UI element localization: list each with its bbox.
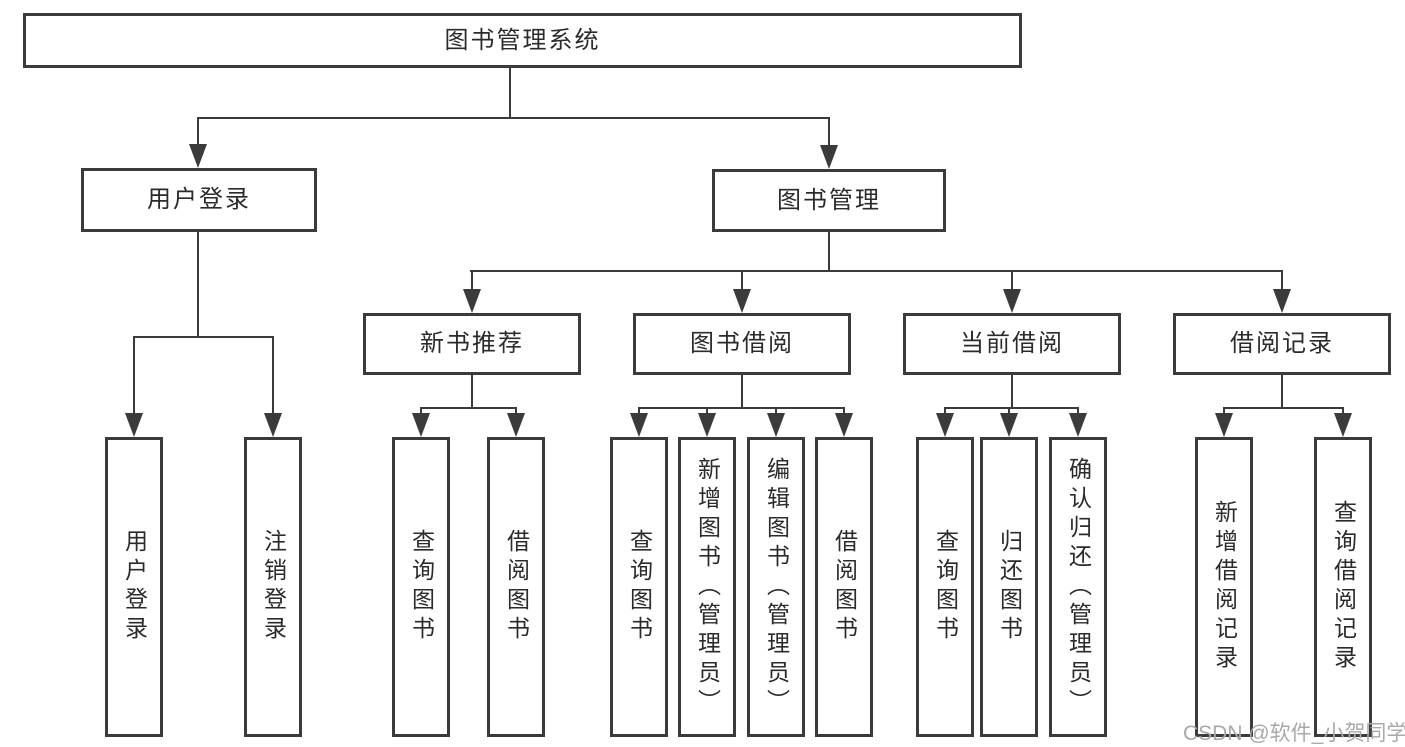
connector-drop-user-login [197,117,199,146]
leaf-br-query-record-label: 查询借阅记录 [1330,500,1357,674]
node-book-borrow-label: 图书借阅 [690,330,794,357]
node-current-borrow-label: 当前借阅 [960,330,1064,357]
connector-new-book-stem [471,375,473,408]
connector-drop-book-borrow [741,270,743,291]
leaf-br-add-record: 新增借阅记录 [1195,437,1253,737]
connector-current-borrow-hline [944,407,1079,409]
connector-new-book-hline [420,407,517,409]
leaf-cb-confirm-return-admin-label: 确认归还（管理员） [1065,456,1092,718]
leaf-nb-borrow-books-label: 借阅图书 [503,529,530,645]
leaf-bb-edit-books-admin: 编辑图书（管理员） [747,437,805,737]
arrowhead-icon [1334,413,1352,437]
leaf-user-login-label: 用户登录 [121,529,148,645]
connector-drop-leaf [775,407,777,415]
leaf-cb-query-books-label: 查询图书 [932,529,959,645]
leaf-logout-label: 注销登录 [260,529,287,645]
node-borrow-records-label: 借阅记录 [1230,330,1334,357]
node-new-book-recommend: 新书推荐 [363,313,581,375]
arrowhead-icon [630,413,648,437]
arrowhead-icon [1000,413,1018,437]
node-user-login: 用户登录 [81,168,317,232]
connector-book-borrow-hline [638,407,845,409]
leaf-nb-query-books-label: 查询图书 [408,529,435,645]
connector-drop-borrow-records [1281,270,1283,291]
node-book-borrow: 图书借阅 [633,313,851,375]
leaf-bb-add-books-admin-label: 新增图书（管理员） [694,456,721,718]
leaf-br-add-record-label: 新增借阅记录 [1211,500,1238,674]
connector-user-login-hline [133,336,274,338]
arrowhead-icon [1215,413,1233,437]
connector-drop-leaf [638,407,640,415]
leaf-bb-edit-books-admin-label: 编辑图书（管理员） [763,456,790,718]
arrowhead-icon [936,413,954,437]
arrowhead-icon [264,413,282,437]
node-book-management: 图书管理 [712,169,946,232]
connector-book-management-hline [470,270,1282,272]
arrowhead-icon [1069,413,1087,437]
connector-drop-leaf [1008,407,1010,415]
connector-drop-leaf [272,336,274,415]
connector-drop-leaf [133,336,135,415]
node-new-book-recommend-label: 新书推荐 [420,330,524,357]
connector-current-borrow-stem [1011,375,1013,408]
connector-drop-leaf [706,407,708,415]
arrowhead-icon [125,413,143,437]
leaf-user-login: 用户登录 [105,437,163,737]
connector-drop-book-management [828,117,830,147]
connector-borrow-records-hline [1223,407,1344,409]
arrowhead-icon [1273,289,1291,313]
leaf-bb-borrow-books: 借阅图书 [815,437,873,737]
watermark-text: CSDN @软件_小贺同学 [1183,722,1405,745]
leaf-cb-query-books: 查询图书 [916,437,974,737]
arrowhead-icon [507,413,525,437]
node-book-management-label: 图书管理 [777,186,881,214]
node-current-borrow: 当前借阅 [903,313,1121,375]
arrowhead-icon [463,289,481,313]
node-library-system-label: 图书管理系统 [444,26,601,54]
leaf-nb-query-books: 查询图书 [392,437,450,737]
leaf-nb-borrow-books: 借阅图书 [487,437,545,737]
arrowhead-icon [412,413,430,437]
connector-drop-leaf [1077,407,1079,415]
leaf-bb-borrow-books-label: 借阅图书 [831,529,858,645]
arrowhead-icon [820,145,838,169]
connector-user-login-stem [197,232,199,338]
connector-borrow-records-stem [1281,375,1283,408]
leaf-br-query-record: 查询借阅记录 [1314,437,1372,737]
connector-book-borrow-stem [741,375,743,408]
node-library-system: 图书管理系统 [23,13,1022,68]
leaf-bb-query-books: 查询图书 [610,437,668,737]
node-borrow-records: 借阅记录 [1173,313,1391,375]
leaf-logout: 注销登录 [244,437,302,737]
leaf-bb-add-books-admin: 新增图书（管理员） [678,437,736,737]
leaf-bb-query-books-label: 查询图书 [626,529,653,645]
arrowhead-icon [767,413,785,437]
arrowhead-icon [698,413,716,437]
connector-drop-leaf [1223,407,1225,415]
connector-book-management-stem [828,232,830,272]
connector-root-hline [197,117,830,119]
connector-drop-leaf [420,407,422,415]
arrowhead-icon [835,413,853,437]
arrowhead-icon [733,289,751,313]
connector-drop-current-borrow [1011,270,1013,291]
node-user-login-label: 用户登录 [147,186,251,213]
connector-drop-leaf [515,407,517,415]
connector-drop-leaf [1342,407,1344,415]
connector-drop-new-book [471,270,473,291]
arrowhead-icon [1003,289,1021,313]
connector-root-stem [509,68,511,118]
leaf-cb-return-books: 归还图书 [980,437,1038,737]
connector-drop-leaf [944,407,946,415]
connector-drop-leaf [843,407,845,415]
arrowhead-icon [189,144,207,168]
leaf-cb-confirm-return-admin: 确认归还（管理员） [1049,437,1107,737]
leaf-cb-return-books-label: 归还图书 [996,529,1023,645]
